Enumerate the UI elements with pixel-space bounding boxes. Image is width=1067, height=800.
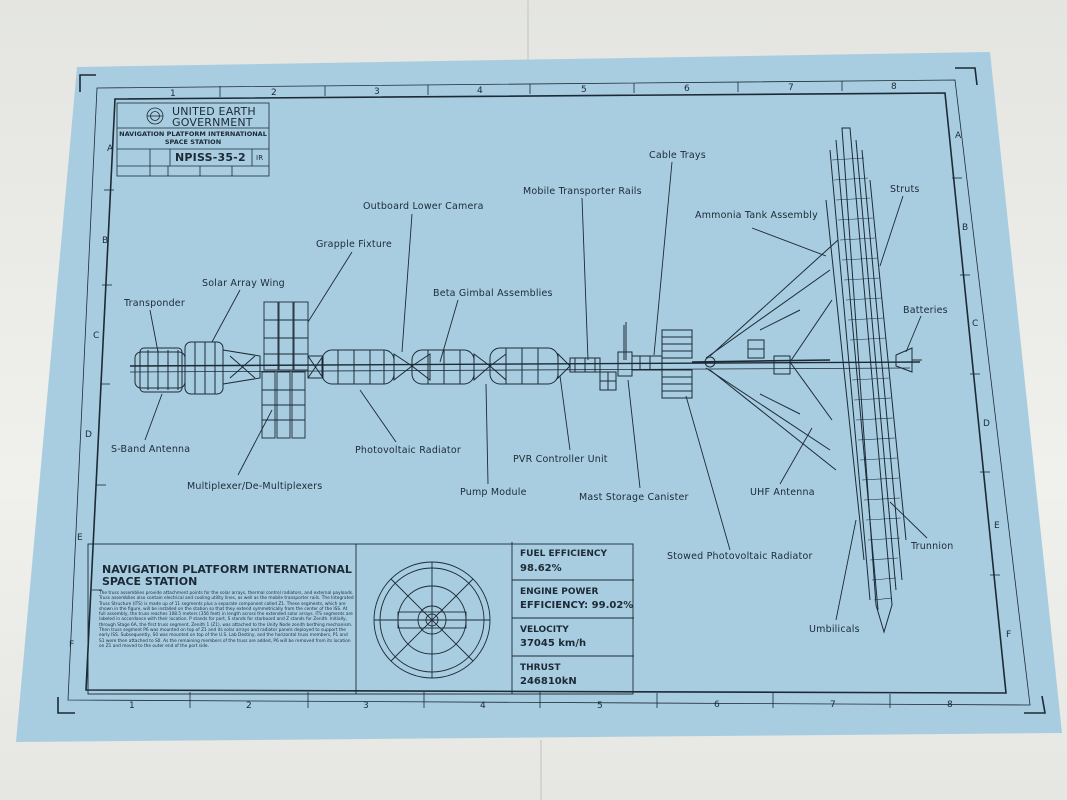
outer-border [67,79,1031,706]
callout-leaders [144,161,928,621]
callout-photovoltaic-radiator: Photovoltaic Radiator [355,445,461,456]
grid-right-A: A [955,131,962,141]
info-panel [87,542,634,695]
station-truss [129,239,921,471]
wall-seam [540,740,542,800]
grid-top-3: 3 [374,87,380,97]
callout-cable-trays: Cable Trays [649,150,706,161]
callout-mobile-transporter-rails: Mobile Transporter Rails [523,186,642,197]
callout-solar-array-wing: Solar Array Wing [202,278,285,289]
callout-batteries: Batteries [903,305,948,316]
callout-beta-gimbal: Beta Gimbal Assemblies [433,288,553,299]
grid-left-D: D [85,430,92,440]
callout-stowed-pv-radiator: Stowed Photovoltaic Radiator [667,551,813,562]
callout-struts: Struts [890,184,920,195]
thrust-label: THRUST [520,663,561,673]
callout-mast-storage: Mast Storage Canister [579,492,689,503]
grid-left-A: A [107,144,114,154]
velocity-value: 37045 km/h [520,638,587,649]
callout-s-band-antenna: S-Band Antenna [111,444,191,455]
description-body: The truss assemblies provide attachment … [99,591,354,649]
grid-right-B: B [962,223,969,233]
org-name-line2: GOVERNMENT [172,116,253,129]
grid-top-4: 4 [477,86,483,96]
grid-left-B: B [102,236,109,246]
paper-sheet [16,52,1062,742]
title-block-heading-line2: SPACE STATION [164,138,222,146]
radiator-rungs [831,157,902,601]
callout-pump-module: Pump Module [460,487,527,498]
grid-top-1: 1 [170,89,176,99]
grid-top-8: 8 [891,82,897,92]
callout-grapple-fixture: Grapple Fixture [316,239,392,250]
title-block [116,102,270,177]
grid-right-F: F [1006,630,1012,640]
grid-bottom-8: 8 [947,700,953,710]
callout-ammonia-tank: Ammonia Tank Assembly [695,210,818,221]
grid-bottom-7: 7 [830,700,836,710]
radiator-array [825,127,907,634]
grid-bottom-2: 2 [246,701,252,711]
fuel-efficiency-label: FUEL EFFICIENCY [520,549,608,559]
description-title-line2: SPACE STATION [102,575,198,588]
velocity-label: VELOCITY [520,625,569,635]
grid-top-2: 2 [271,88,277,98]
grid-left-F: F [69,640,75,650]
title-block-heading-line1: NAVIGATION PLATFORM INTERNATIONAL [119,130,267,138]
grid-bottom-5: 5 [597,701,603,711]
callout-transponder: Transponder [124,298,185,309]
callout-pvr-controller: PVR Controller Unit [513,454,608,465]
document-id: NPISS-35-2 [175,151,246,164]
callout-trunnion: Trunnion [911,541,954,552]
org-name-line1: UNITED EARTH [172,105,256,118]
callout-multiplexer: Multiplexer/De-Multiplexers [187,481,323,492]
grid-bottom-1: 1 [129,701,135,711]
grid-top-5: 5 [581,85,587,95]
wall-seam [527,0,529,60]
callout-outboard-lower-camera: Outboard Lower Camera [363,201,484,212]
engine-power-label-line2: EFFICIENCY: 99.02% [520,600,634,611]
grid-right-E: E [994,521,1000,531]
engine-power-label-line1: ENGINE POWER [520,587,599,597]
grid-top-6: 6 [684,84,690,94]
grid-top-7: 7 [788,83,794,93]
description-title-line1: NAVIGATION PLATFORM INTERNATIONAL [102,563,352,576]
callout-umbilicals: Umbilicals [809,624,860,635]
grid-bottom-6: 6 [714,700,720,710]
callout-uhf-antenna: UHF Antenna [750,487,815,498]
revision-code: IR [256,154,264,162]
grid-bottom-4: 4 [480,701,486,711]
inner-border [85,92,1007,694]
grid-left-C: C [93,331,100,341]
grid-left-E: E [77,533,83,543]
grid-right-C: C [972,319,979,329]
fuel-efficiency-value: 98.62% [520,563,562,574]
grid-right-D: D [983,419,990,429]
thrust-value: 246810kN [520,676,577,687]
grid-bottom-3: 3 [363,701,369,711]
